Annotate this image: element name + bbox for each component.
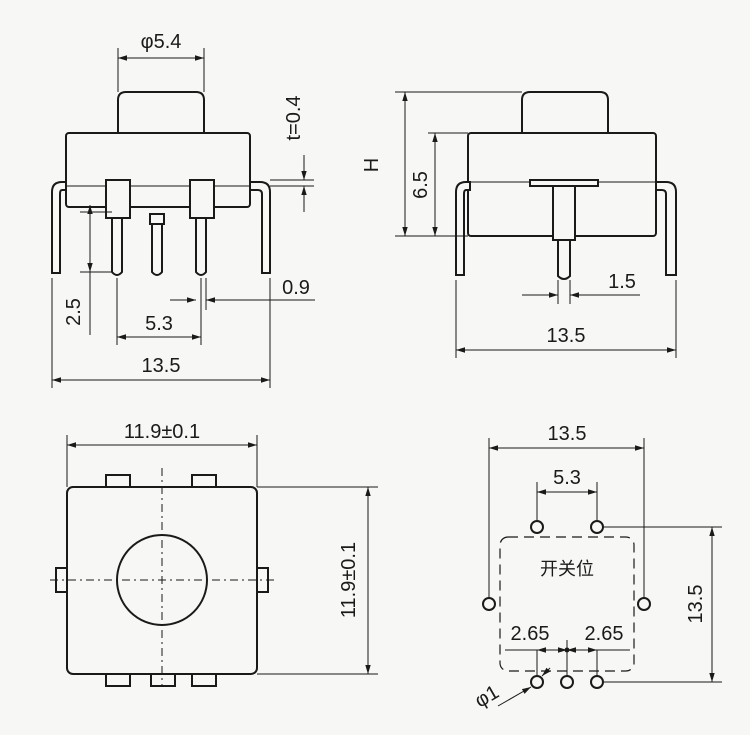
footprint-pitch-right-label: 2.65 <box>585 623 624 645</box>
hole-top-right <box>590 520 604 534</box>
top-tab-3 <box>105 673 131 687</box>
front-pin-width-label: 0.9 <box>282 277 310 299</box>
top-tab-4 <box>150 673 176 687</box>
footprint-label: 开关位 <box>540 559 594 580</box>
footprint-view: 开关位 13.5 5.3 13.5 2.65 2.65 <box>471 423 722 712</box>
front-pin-1-tail <box>111 217 123 276</box>
front-pin-2 <box>149 213 165 225</box>
side-height-label: H <box>361 158 383 172</box>
front-body-width-label: 13.5 <box>142 355 181 377</box>
front-pin-length-label: 2.5 <box>63 298 85 326</box>
hole-bottom-1 <box>530 675 544 689</box>
side-right-lead <box>655 181 677 276</box>
top-tab-2 <box>191 474 217 488</box>
hole-bottom-3 <box>590 675 604 689</box>
hole-left <box>482 597 496 611</box>
front-diameter-label: φ5.4 <box>141 31 182 53</box>
top-view: 11.9±0.1 11.9±0.1 <box>50 421 378 687</box>
footprint-pitch-top-label: 5.3 <box>553 467 581 489</box>
top-width-label: 11.9±0.1 <box>124 421 200 443</box>
side-pin-width-label: 1.5 <box>608 271 636 293</box>
side-left-lead <box>455 181 471 276</box>
top-height-label: 11.9±0.1 <box>338 542 360 618</box>
side-body-width-label: 13.5 <box>547 325 586 347</box>
front-pin-pitch-label: 5.3 <box>145 313 173 335</box>
side-stroke-label: 6.5 <box>410 171 432 199</box>
top-tab-5 <box>191 673 217 687</box>
front-left-lead <box>51 181 67 274</box>
hole-top-left <box>530 520 544 534</box>
hole-bottom-2 <box>560 675 574 689</box>
front-thickness-label: t=0.4 <box>283 95 305 140</box>
footprint-height-label: 13.5 <box>685 585 707 624</box>
side-view: H 6.5 1.5 13.5 <box>361 91 677 358</box>
side-button-cap <box>521 91 609 134</box>
side-center-pin-tail <box>557 239 571 280</box>
front-pin-3 <box>189 179 215 219</box>
front-pin-2-tail <box>151 223 163 276</box>
front-pin-3-tail <box>195 217 207 276</box>
front-view: φ5.4 t=0.4 2.5 5.3 0.9 13.5 <box>51 31 315 388</box>
footprint-hole-diameter-label: φ1 <box>471 681 503 712</box>
front-body <box>65 132 251 208</box>
top-tab-1 <box>105 474 131 488</box>
front-right-lead <box>249 181 271 274</box>
footprint-outline <box>499 536 635 672</box>
front-button-cap <box>117 91 205 134</box>
footprint-pitch-left-label: 2.65 <box>511 623 550 645</box>
hole-right <box>637 597 651 611</box>
side-center-pin <box>552 185 576 241</box>
footprint-width-label: 13.5 <box>548 423 587 445</box>
